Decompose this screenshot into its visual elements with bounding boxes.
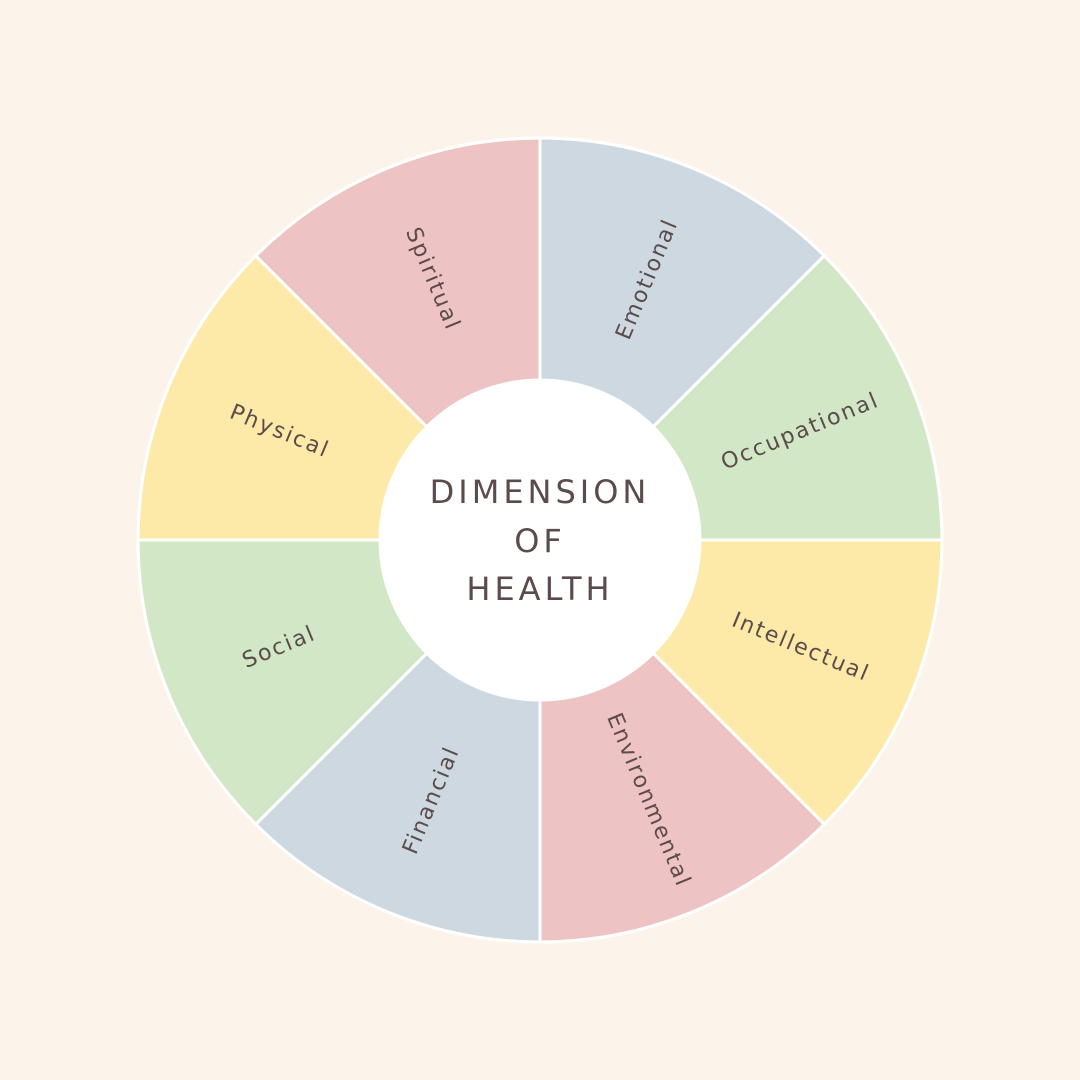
center-title-line-2: OF: [514, 522, 566, 560]
wheel-outline: [136, 136, 944, 944]
center-circle: [380, 380, 700, 700]
wheel-segments: [136, 136, 944, 944]
center-title-line-1: DIMENSION: [430, 473, 651, 511]
center-title-line-3: HEALTH: [466, 570, 613, 608]
